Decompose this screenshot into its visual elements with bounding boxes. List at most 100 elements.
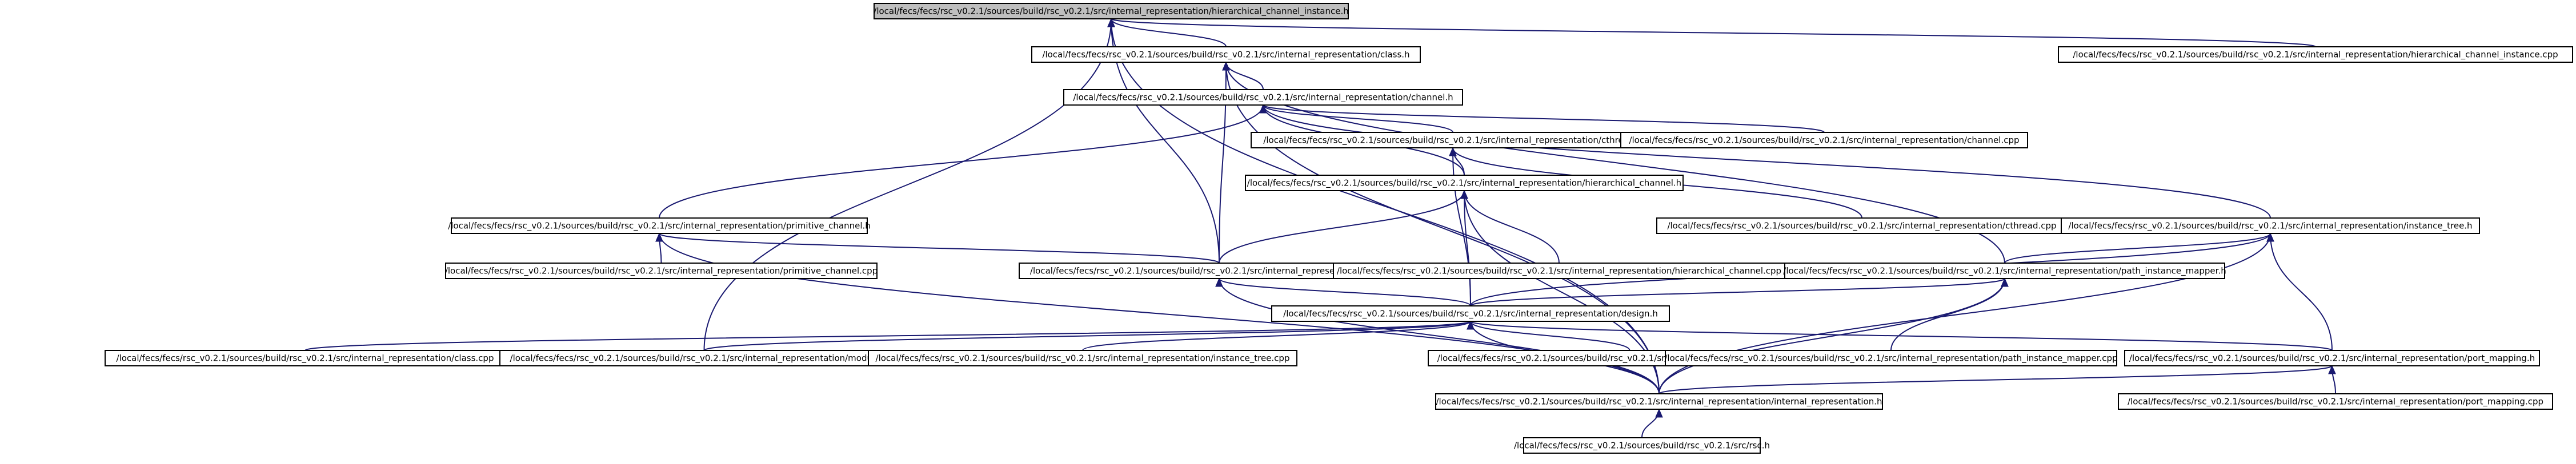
node-hierch-cpp[interactable]: /local/fecs/fecs/rsc_v0.2.1/sources/buil… (1333, 263, 1785, 279)
node-label: /local/fecs/fecs/rsc_v0.2.1/sources/buil… (1514, 441, 1770, 451)
node-box (1620, 132, 2028, 148)
node-label: /local/fecs/fecs/rsc_v0.2.1/sources/buil… (2129, 353, 2535, 364)
node-class-cpp[interactable]: /local/fecs/fecs/rsc_v0.2.1/sources/buil… (105, 350, 506, 366)
arrowhead (1655, 408, 1663, 418)
edge-design_cpp-to-design_h (1470, 321, 1630, 351)
node-box (105, 350, 506, 366)
edge-design_h-to-cthread_h (1452, 147, 1471, 306)
node-label: /local/fecs/fecs/rsc_v0.2.1/sources/buil… (1629, 135, 2019, 146)
node-class-h[interactable]: /local/fecs/fecs/rsc_v0.2.1/sources/buil… (1031, 46, 1421, 63)
node-design-h[interactable]: /local/fecs/fecs/rsc_v0.2.1/sources/buil… (1271, 305, 1670, 322)
node-cthread-h[interactable]: /local/fecs/fecs/rsc_v0.2.1/sources/buil… (1251, 132, 1655, 148)
node-label: /local/fecs/fecs/rsc_v0.2.1/sources/buil… (1030, 266, 1408, 277)
node-box (1063, 89, 1463, 106)
edge-portmap_h-to-design_h (1470, 321, 2333, 351)
node-box (874, 3, 1349, 19)
edge-design_h-to-pim_h (1470, 278, 2005, 306)
node-label: /local/fecs/fecs/rsc_v0.2.1/sources/buil… (448, 221, 871, 232)
node-box (451, 217, 868, 234)
node-pim-cpp[interactable]: /local/fecs/fecs/rsc_v0.2.1/sources/buil… (1664, 350, 2118, 366)
node-label: /local/fecs/fecs/rsc_v0.2.1/sources/buil… (2073, 50, 2558, 60)
node-label: /local/fecs/fecs/rsc_v0.2.1/sources/buil… (876, 353, 1290, 364)
node-hierch-h[interactable]: /local/fecs/fecs/rsc_v0.2.1/sources/buil… (1245, 175, 1684, 191)
node-insttree-h[interactable]: /local/fecs/fecs/rsc_v0.2.1/sources/buil… (2061, 217, 2480, 234)
edge-insttree_h-to-channel_h (1263, 104, 2271, 219)
edge-hierch_cpp-to-hierch_h (1464, 190, 1560, 264)
node-box (445, 263, 878, 279)
edge-module_h-to-hierch_h (1219, 190, 1465, 264)
arrowhead (1460, 189, 1468, 199)
node-box (1245, 175, 1684, 191)
node-label: /local/fecs/fecs/rsc_v0.2.1/sources/buil… (1664, 353, 2117, 364)
arrowhead (1259, 104, 1267, 114)
node-channel-h[interactable]: /local/fecs/fecs/rsc_v0.2.1/sources/buil… (1063, 89, 1463, 106)
node-box (1665, 350, 2117, 366)
arrowhead (1449, 147, 1457, 156)
arrowhead (2001, 277, 2009, 287)
edge-class_cpp-to-design_h (305, 321, 1471, 351)
arrowhead (1467, 320, 1475, 330)
node-rsc-h[interactable]: /local/fecs/fecs/rsc_v0.2.1/sources/buil… (1514, 437, 1770, 454)
node-label: /local/fecs/fecs/rsc_v0.2.1/sources/buil… (1667, 221, 2056, 232)
arrowhead (1215, 277, 1223, 287)
node-label: /local/fecs/fecs/rsc_v0.2.1/sources/buil… (1263, 135, 1642, 146)
edge-design_h-to-module_h (1219, 278, 1471, 306)
edge-module_cpp-to-design_h (703, 321, 1471, 351)
node-insttree-cpp[interactable]: /local/fecs/fecs/rsc_v0.2.1/sources/buil… (868, 350, 1297, 366)
node-hci-cpp[interactable]: /local/fecs/fecs/rsc_v0.2.1/sources/buil… (2058, 46, 2573, 63)
edge-insttree_cpp-to-design_h (1082, 321, 1471, 351)
edge-rsc_h-to-ir_h (1641, 409, 1660, 438)
node-cthread-cpp[interactable]: /local/fecs/fecs/rsc_v0.2.1/sources/buil… (1656, 217, 2068, 234)
node-box (1656, 217, 2068, 234)
edge-portmap_h-to-insttree_h (2270, 233, 2333, 351)
edge-module_h-to-primch_h (659, 233, 1220, 264)
node-primch-h[interactable]: /local/fecs/fecs/rsc_v0.2.1/sources/buil… (448, 217, 871, 234)
edge-ir_h-to-hci_h (1111, 18, 1660, 394)
node-box (1333, 263, 1785, 279)
node-label: /local/fecs/fecs/rsc_v0.2.1/sources/buil… (117, 353, 494, 364)
edge-ir_h-to-class_h (1225, 62, 1660, 394)
node-box (2118, 393, 2553, 410)
node-hci-h[interactable]: /local/fecs/fecs/rsc_v0.2.1/sources/buil… (874, 3, 1349, 19)
node-box (868, 350, 1297, 366)
nodes-layer: /local/fecs/fecs/rsc_v0.2.1/sources/buil… (105, 3, 2573, 454)
edge-pim_h-to-insttree_h (2004, 233, 2271, 264)
edge-hci_cpp-to-hci_h (1111, 18, 2316, 47)
node-box (1435, 393, 1883, 410)
node-label: /local/fecs/fecs/rsc_v0.2.1/sources/buil… (445, 266, 878, 277)
node-label: /local/fecs/fecs/rsc_v0.2.1/sources/buil… (874, 6, 1348, 17)
node-ir-h[interactable]: /local/fecs/fecs/rsc_v0.2.1/sources/buil… (1435, 393, 1883, 410)
node-box (1523, 437, 1761, 454)
node-box (1271, 305, 1670, 322)
node-pim-h[interactable]: /local/fecs/fecs/rsc_v0.2.1/sources/buil… (1783, 263, 2226, 279)
edge-ir_h-to-pim_h (1658, 278, 2005, 394)
edge-ir_h-to-portmap_h (1658, 365, 2333, 394)
node-portmap-cpp[interactable]: /local/fecs/fecs/rsc_v0.2.1/sources/buil… (2118, 393, 2553, 410)
node-box (1031, 46, 1421, 63)
arrowhead (1222, 61, 1230, 71)
node-label: /local/fecs/fecs/rsc_v0.2.1/sources/buil… (1073, 92, 1453, 103)
node-channel-cpp[interactable]: /local/fecs/fecs/rsc_v0.2.1/sources/buil… (1620, 132, 2028, 148)
node-label: /local/fecs/fecs/rsc_v0.2.1/sources/buil… (510, 353, 899, 364)
node-label: /local/fecs/fecs/rsc_v0.2.1/sources/buil… (1783, 266, 2226, 277)
edge-module_cpp-to-hci_h (703, 18, 1112, 351)
edge-design_h-to-hierch_h (1464, 190, 1471, 306)
edge-primch_h-to-channel_h (659, 104, 1264, 219)
node-box (2124, 350, 2540, 366)
arrowhead (1107, 18, 1115, 27)
node-label: /local/fecs/fecs/rsc_v0.2.1/sources/buil… (1436, 397, 1882, 407)
edge-channel_cpp-to-channel_h (1263, 104, 1825, 133)
node-primch-cpp[interactable]: /local/fecs/fecs/rsc_v0.2.1/sources/buil… (445, 263, 878, 279)
node-portmap-h[interactable]: /local/fecs/fecs/rsc_v0.2.1/sources/buil… (2124, 350, 2540, 366)
node-label: /local/fecs/fecs/rsc_v0.2.1/sources/buil… (1042, 50, 1409, 60)
edge-class_h-to-hci_h (1111, 18, 1227, 47)
node-box (2061, 217, 2480, 234)
node-box (2058, 46, 2573, 63)
node-label: /local/fecs/fecs/rsc_v0.2.1/sources/buil… (1247, 178, 1681, 189)
node-module-cpp[interactable]: /local/fecs/fecs/rsc_v0.2.1/sources/buil… (499, 350, 909, 366)
node-label: /local/fecs/fecs/rsc_v0.2.1/sources/buil… (1283, 309, 1658, 320)
node-box (1784, 263, 2225, 279)
edge-pim_cpp-to-pim_h (1890, 278, 2005, 351)
arrowhead (655, 232, 663, 242)
